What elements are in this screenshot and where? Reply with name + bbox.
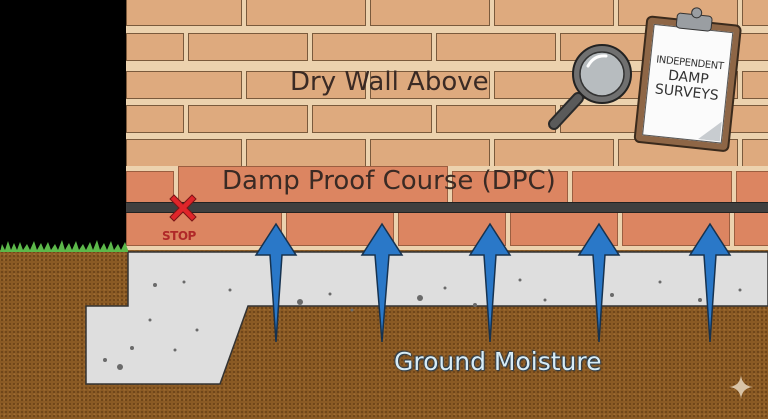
brick [436, 33, 556, 61]
background-dark [0, 0, 128, 250]
brick [494, 0, 614, 26]
brick [126, 105, 184, 133]
dry-wall-label: Dry Wall Above [290, 67, 489, 97]
dpc-label: Damp Proof Course (DPC) [222, 166, 556, 196]
brick [370, 71, 490, 99]
brick [126, 33, 184, 61]
clipboard-text: INDEPENDENT DAMP SURVEYS [646, 52, 730, 105]
brick [246, 139, 366, 167]
grass [0, 240, 128, 252]
stop-x-icon [169, 194, 197, 222]
brick [370, 0, 490, 26]
brick [436, 105, 556, 133]
arrow-up-icon [577, 222, 621, 343]
brick [188, 105, 308, 133]
brick [246, 71, 366, 99]
arrow-up-icon [360, 222, 404, 343]
stop-label: STOP [162, 229, 196, 243]
brick [312, 33, 432, 61]
arrow-up-icon [254, 222, 298, 343]
ground-moisture-label: Ground Moisture [394, 347, 602, 376]
brick [742, 0, 768, 26]
brick [188, 33, 308, 61]
brick [126, 139, 242, 167]
brick [742, 71, 768, 99]
brick [572, 171, 732, 203]
arrow-up-icon [468, 222, 512, 343]
dpc-membrane-line [126, 202, 768, 213]
survey-clipboard: INDEPENDENT DAMP SURVEYS [633, 6, 747, 155]
brick [246, 0, 366, 26]
brick [126, 0, 242, 26]
brick [312, 105, 432, 133]
magnifying-glass-icon [548, 44, 632, 130]
brick [736, 171, 768, 203]
brick [734, 212, 768, 246]
arrow-up-icon [688, 222, 732, 343]
sparkle-icon [729, 375, 753, 399]
brick [126, 71, 242, 99]
